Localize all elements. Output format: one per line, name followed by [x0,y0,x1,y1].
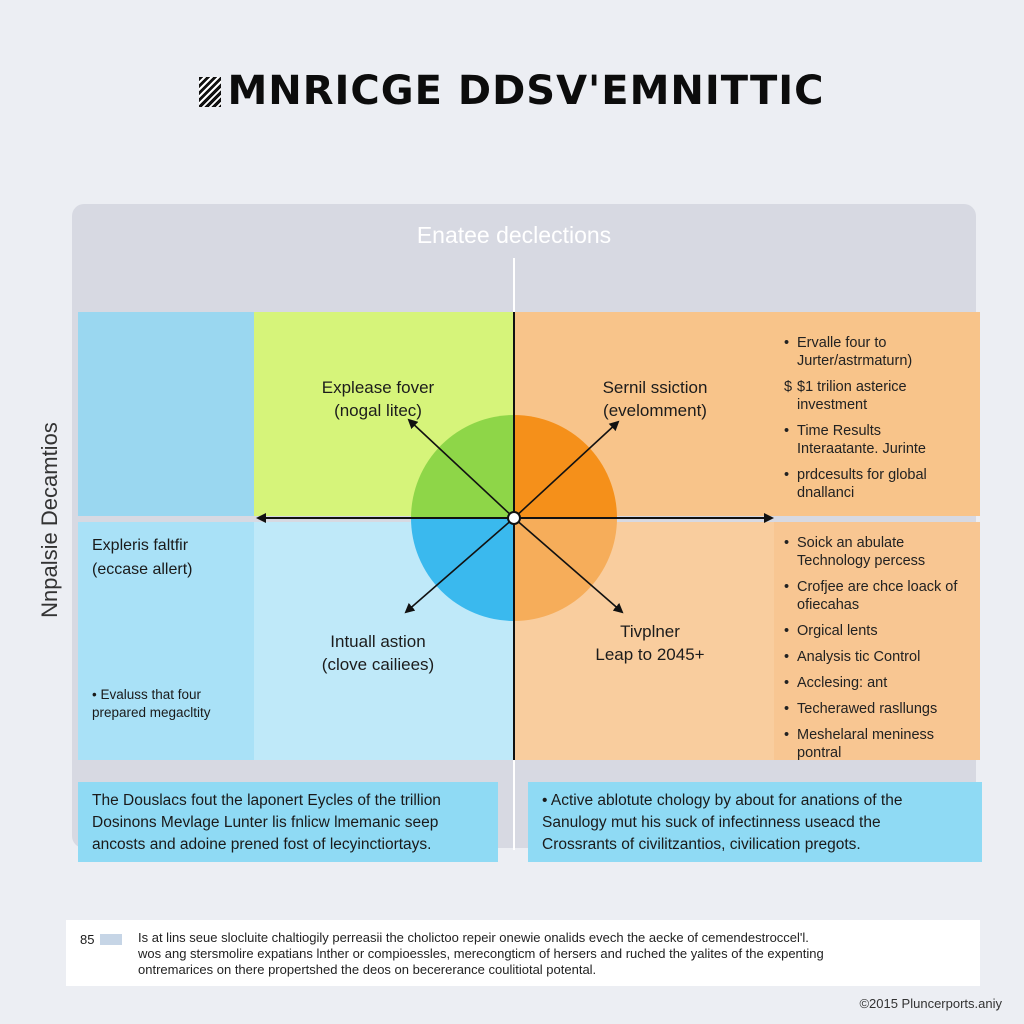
side-list-text: $1 trilion asterice investment [797,379,907,413]
side-list-item: • Ervalle four to Jurter/astrmaturn) [784,334,964,370]
quadrant-label-line: (nogal litec) [334,401,422,420]
left-column-top [78,312,254,516]
dollar-icon: $ [784,379,793,395]
circle-segment-light-orange [514,518,617,621]
side-list-text: Orgical lents [797,623,878,639]
left-column-note: • Evaluss that four prepared megacltity [92,686,211,722]
side-list-text: Techerawed rasllungs [797,701,938,717]
side-list-text: Ervalle four to Jurter/astrmaturn) [797,335,913,369]
side-list-top: • Ervalle four to Jurter/astrmaturn) $$1 … [784,334,964,510]
footer-text-line: ontremarices on there propertshed the de… [138,962,597,977]
footer-text: Is at lins seue slocluite chaltiogily pe… [138,930,968,978]
left-column-bottom [78,522,254,760]
side-list-text: Crofjee are chce loack of ofiecahas [797,579,958,613]
bullet-icon: • [784,675,790,691]
quadrant-label-line: Intuall astion [330,632,426,651]
footer-text-line: wos ang stersmolire expatians lnther or … [138,946,824,961]
info-box-line: Dosinons Mevlage Lunter lis fnlicw lmema… [92,814,439,831]
side-list-item: • prdcesults for global dnallanci [784,466,964,502]
bullet-icon: • [784,467,790,483]
diagonal-arrow-bottom-left [404,517,515,614]
side-list-text: prdcesults for global dnallanci [797,467,927,501]
diagonal-arrow-top-left [407,418,515,519]
side-list-bottom: • Soick an abulate Technology percess • Cr… [784,534,964,770]
left-column-note-line: prepared megacltity [92,705,211,720]
side-list-item: • Time Results Interaatante. Jurinte [784,422,964,458]
page-number: 85 [80,932,95,947]
quadrant-label-line: Tivplner [620,622,680,641]
diagonal-arrow-top-right [513,420,620,519]
quadrant-label-line: (clove cailiees) [321,655,435,674]
quadrant-label-line: Leap to 2045+ [595,645,705,664]
side-list-text: Time Results Interaatante. Jurinte [797,423,926,457]
side-list-item: $$1 trilion asterice investment [784,378,964,414]
bullet-icon: • [784,701,790,717]
info-box-line: • Active ablotute chology by about for a… [542,792,903,809]
left-column-note-line: • Evaluss that four [92,687,202,702]
quadrant-label-line: Sernil ssiction [602,378,708,397]
side-list-item: • Soick an abulate Technology percess [784,534,964,570]
side-list-item: • Crofjee are chce loack of ofiecahas [784,578,964,614]
info-box-left: The Douslacs fout the laponert Eycles of… [78,782,498,862]
side-list-item: • Meshelaral meniness pontral [784,726,964,762]
side-list-text: Soick an abulate Technology percess [797,535,926,569]
bullet-icon: • [784,423,790,439]
panel-title: Enatee declections [416,222,612,248]
quadrant-label-line: Explease fover [321,378,435,397]
quadrant-label-top-left: Explease fover (nogal litec) [288,376,468,422]
info-box-right: • Active ablotute chology by about for a… [528,782,982,862]
side-panel-bottom [774,522,980,760]
side-list-text: Analysis tic Control [797,649,921,665]
bullet-icon: • [784,727,790,743]
side-list-text: Meshelaral meniness pontral [797,727,935,761]
info-box-line: Crossrants of civilitzantios, civilicati… [542,836,861,853]
quadrant-label-line: (evelomment) [603,401,707,420]
circle-segment-blue [411,518,514,621]
circle-segment-orange [514,415,617,518]
diagonal-arrow-bottom-right [513,517,624,614]
left-column-text-line: (eccase allert) [92,561,193,578]
page-title-text: MNRICGE DDSV'EMNITTIC [227,68,825,114]
side-list-item: • Acclesing: ant [784,674,964,692]
y-axis-label: Nnpalsie Decamtios [37,422,62,618]
bullet-icon: • [784,579,790,595]
side-list-item: • Analysis tic Control [784,648,964,666]
info-box-line: The Douslacs fout the laponert Eycles of… [92,792,441,809]
bullet-icon: • [784,535,790,551]
quadrant-label-top-right: Sernil ssiction (evelomment) [560,376,750,422]
logo-icon [199,77,222,107]
circle-segment-green [411,415,514,518]
left-column-text-line: Expleris faltfir [92,537,189,554]
quadrant-label-bottom-right: Tivplner Leap to 2045+ [560,620,740,666]
side-panel-top [774,312,980,516]
info-box-line: Sanulogy mut his suck of infectinness us… [542,814,881,831]
left-column-text: Expleris faltfir (eccase allert) [92,534,192,582]
bullet-icon: • [784,335,790,351]
info-box-line: ancosts and adoine prened fost of lecyin… [92,836,432,853]
side-list-item: • Techerawed rasllungs [784,700,964,718]
copyright: ©2015 Pluncerports.aniy [859,996,1002,1011]
bullet-icon: • [784,649,790,665]
side-list-text: Acclesing: ant [797,675,888,691]
quadrant-label-bottom-left: Intuall astion (clove cailiees) [288,630,468,676]
bullet-icon: • [784,623,790,639]
footer-note: 85 Is at lins seue slocluite chaltiogily… [66,920,980,986]
page-title: MNRICGE DDSV'EMNITTIC [0,68,1024,114]
side-list-item: • Orgical lents [784,622,964,640]
page-marker-icon [100,934,122,945]
footer-text-line: Is at lins seue slocluite chaltiogily pe… [138,930,809,945]
center-node [507,511,521,525]
